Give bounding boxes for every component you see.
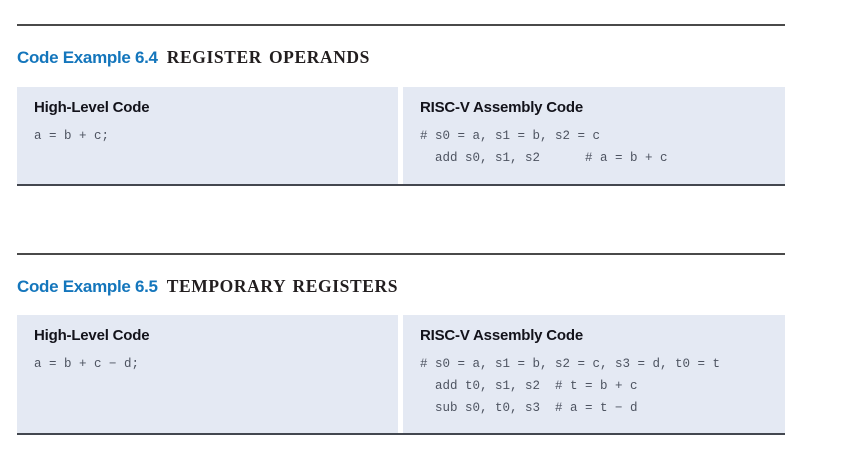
textbook-page: Code Example 6.4 REGISTER OPERANDS High-L… bbox=[17, 0, 785, 435]
high-level-code-block: a = b + c − d; bbox=[34, 357, 140, 371]
section-divider-rule bbox=[17, 24, 785, 26]
panel-heading-assembly: RISC-V Assembly Code bbox=[420, 99, 583, 116]
panel-heading-high-level: High-Level Code bbox=[34, 99, 150, 116]
code-panels: High-Level Code a = b + c; RISC-V Assemb… bbox=[17, 87, 785, 186]
section-divider-rule bbox=[17, 253, 785, 255]
panel-heading-high-level: High-Level Code bbox=[34, 327, 150, 344]
example-name: TEMPORARY REGISTERS bbox=[166, 276, 399, 296]
code-example-6-4: Code Example 6.4 REGISTER OPERANDS High-L… bbox=[17, 24, 785, 186]
high-level-code-block: a = b + c; bbox=[34, 129, 110, 143]
assembly-code-block: # s0 = a, s1 = b, s2 = c add s0, s1, s2 … bbox=[420, 129, 668, 165]
example-name: REGISTER OPERANDS bbox=[166, 47, 371, 67]
assembly-code-panel: RISC-V Assembly Code # s0 = a, s1 = b, s… bbox=[403, 315, 785, 433]
example-label: Code Example 6.4 bbox=[17, 48, 158, 67]
assembly-code-block: # s0 = a, s1 = b, s2 = c, s3 = d, t0 = t… bbox=[420, 357, 721, 415]
example-title: Code Example 6.5 TEMPORARY REGISTERS bbox=[17, 274, 785, 298]
high-level-code-panel: High-Level Code a = b + c; bbox=[17, 87, 398, 184]
code-example-6-5: Code Example 6.5 TEMPORARY REGISTERS High… bbox=[17, 253, 785, 435]
example-label: Code Example 6.5 bbox=[17, 277, 158, 296]
code-panels: High-Level Code a = b + c − d; RISC-V As… bbox=[17, 315, 785, 435]
example-title: Code Example 6.4 REGISTER OPERANDS bbox=[17, 45, 785, 69]
high-level-code-panel: High-Level Code a = b + c − d; bbox=[17, 315, 398, 433]
assembly-code-panel: RISC-V Assembly Code # s0 = a, s1 = b, s… bbox=[403, 87, 785, 184]
panel-heading-assembly: RISC-V Assembly Code bbox=[420, 327, 583, 344]
